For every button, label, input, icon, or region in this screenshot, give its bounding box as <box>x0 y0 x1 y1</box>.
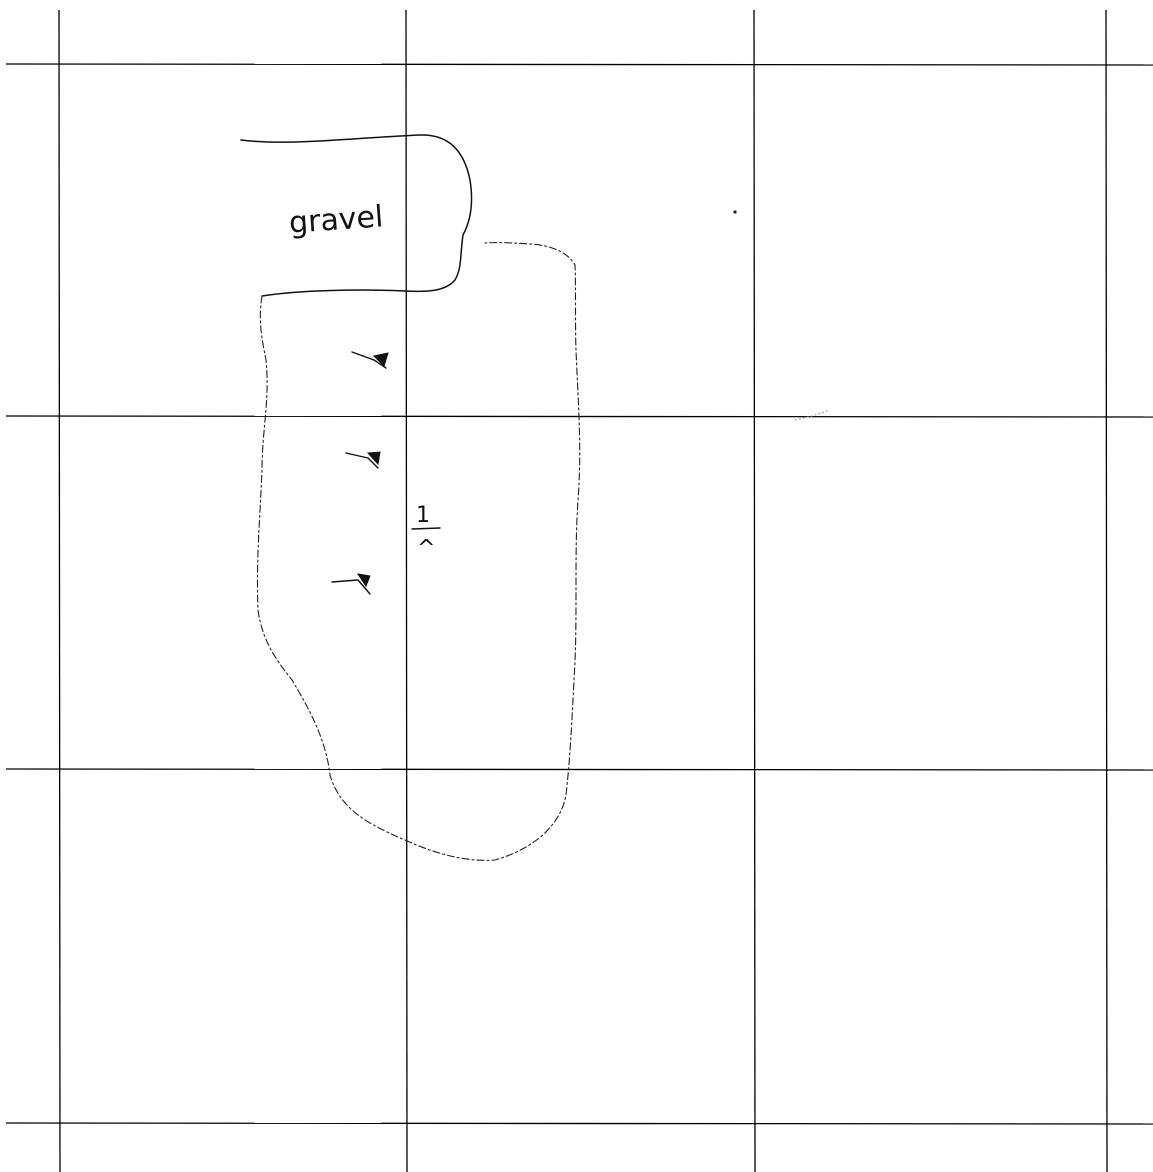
smudge-mark <box>795 410 830 420</box>
marsh-tuft-icon <box>346 452 380 468</box>
speck-mark <box>733 210 736 213</box>
marsh-tuft-icon <box>332 574 370 594</box>
region-label: gravel <box>288 199 385 240</box>
grid-line-horizontal-1 <box>6 64 1153 65</box>
grid-line-vertical-2 <box>406 10 407 1172</box>
grid <box>6 10 1153 1172</box>
grid-line-horizontal-3 <box>6 769 1153 770</box>
fraction-denominator: ^ <box>417 536 435 561</box>
marsh-tuft-icon <box>352 352 388 368</box>
grid-line-vertical-1 <box>59 10 60 1172</box>
fraction-bar <box>412 528 440 529</box>
grid-line-vertical-4 <box>1106 10 1107 1172</box>
grid-line-vertical-3 <box>754 10 755 1172</box>
fraction-notation: 1 ^ <box>412 503 440 561</box>
grid-line-horizontal-4 <box>6 1123 1153 1124</box>
fraction-numerator: 1 <box>416 503 430 528</box>
